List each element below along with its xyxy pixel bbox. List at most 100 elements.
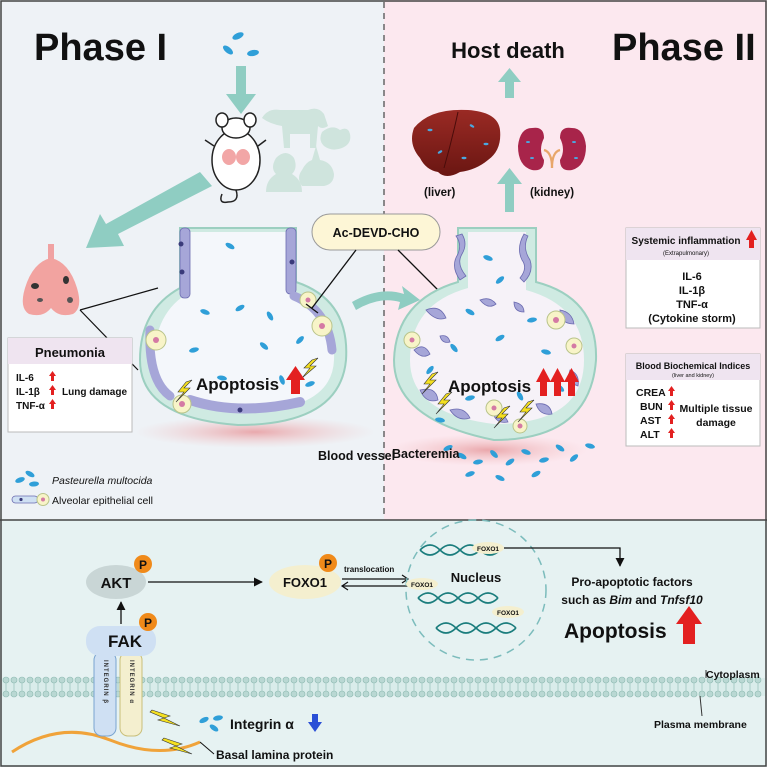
mouse-icon xyxy=(204,112,267,204)
lipid-head xyxy=(282,690,290,698)
basal-lamina-pointer xyxy=(199,741,215,755)
inhibitor-label: Ac-DEVD-CHO xyxy=(333,226,420,240)
akt-label: AKT xyxy=(101,575,132,592)
lipid-head xyxy=(250,676,258,684)
lipid-head xyxy=(626,676,634,684)
arrow-to-proapoptotic xyxy=(504,547,625,567)
lipid-head xyxy=(50,676,58,684)
systemic-marker-il6: IL-6 xyxy=(682,271,702,283)
systemic-subtitle: (Extrapulmonary) xyxy=(663,251,709,257)
lipid-head xyxy=(602,690,610,698)
lipid-head xyxy=(178,676,186,684)
lipid-head xyxy=(738,690,746,698)
integrin-alpha-text: Integrin α xyxy=(230,716,294,732)
lipid-head xyxy=(234,676,242,684)
lipid-head xyxy=(450,690,458,698)
lipid-head xyxy=(546,690,554,698)
lipid-head xyxy=(434,676,442,684)
lipid-head xyxy=(570,676,578,684)
lipid-head xyxy=(194,690,202,698)
lipid-head xyxy=(10,676,18,684)
teal-arrow-to-host-death xyxy=(498,68,521,98)
integrin-bacteria-icon xyxy=(199,715,223,732)
blood-vessel-label: Blood vessel xyxy=(318,449,395,463)
lipid-head xyxy=(586,676,594,684)
lipid-head xyxy=(426,690,434,698)
kidney-label: (kidney) xyxy=(530,187,574,199)
dna-helices xyxy=(417,544,517,634)
lipid-head xyxy=(370,676,378,684)
svg-text:P: P xyxy=(324,557,332,571)
foxo1-label: FOXO1 xyxy=(283,575,327,590)
lipid-head xyxy=(226,676,234,684)
lipid-head xyxy=(162,690,170,698)
fak-node xyxy=(86,626,156,656)
svg-text:P: P xyxy=(139,558,147,572)
lipid-head xyxy=(634,690,642,698)
lipid-head xyxy=(242,676,250,684)
lipid-head xyxy=(450,676,458,684)
lipid-head xyxy=(466,690,474,698)
bacteria-cluster-top xyxy=(223,32,259,57)
lipid-head xyxy=(66,676,74,684)
lipid-head xyxy=(26,676,34,684)
lipid-head xyxy=(418,676,426,684)
integrin-beta-label: INTEGRIN β xyxy=(102,660,108,704)
lipid-head xyxy=(74,676,82,684)
fak-phospho-badge: P xyxy=(139,613,157,631)
lipid-head xyxy=(674,676,682,684)
phase1-title: Phase I xyxy=(34,27,167,69)
foxo1-node xyxy=(269,565,341,599)
multiple-tissue-damage-line1: Multiple tissue xyxy=(680,403,753,415)
lipid-head xyxy=(290,690,298,698)
basal-lamina-curve xyxy=(11,730,201,754)
apoptosis-label-mechanism: Apoptosis xyxy=(564,620,667,643)
lipid-head xyxy=(530,690,538,698)
host-death-label: Host death xyxy=(451,38,565,63)
lipid-head xyxy=(298,690,306,698)
lightning-icons-phase1 xyxy=(175,357,319,403)
svg-text:P: P xyxy=(144,616,152,630)
lipid-head xyxy=(378,690,386,698)
lipid-head xyxy=(602,676,610,684)
lipid-head xyxy=(58,676,66,684)
lipid-head xyxy=(354,676,362,684)
lipid-head xyxy=(234,690,242,698)
plasma-membrane-pointer xyxy=(699,695,703,717)
lipid-head xyxy=(554,690,562,698)
lipid-head xyxy=(298,676,306,684)
lipid-head xyxy=(514,690,522,698)
lipid-head xyxy=(474,690,482,698)
phase2-title: Phase II xyxy=(612,27,756,69)
lipid-head xyxy=(346,690,354,698)
lipid-head xyxy=(618,676,626,684)
biochem-subtitle: (liver and kidney) xyxy=(672,373,714,379)
lipid-head xyxy=(674,690,682,698)
apoptosis-up-arrow-mechanism xyxy=(676,606,702,644)
lipid-head xyxy=(522,676,530,684)
lipid-head xyxy=(562,690,570,698)
lipid-head xyxy=(722,690,730,698)
lightning-icons-integrin xyxy=(149,709,193,755)
rabbit-icon xyxy=(299,146,334,186)
lipid-head xyxy=(362,690,370,698)
lipid-head xyxy=(42,676,50,684)
blood-biochemical-box: Blood Biochemical Indices (liver and kid… xyxy=(625,353,761,447)
cytokine-storm-label: (Cytokine storm) xyxy=(648,313,736,325)
lipid-head xyxy=(658,676,666,684)
inhibitor-box: Ac-DEVD-CHO xyxy=(311,213,441,251)
systemic-title: Systemic inflammation xyxy=(632,236,741,247)
lipid-head xyxy=(322,676,330,684)
lipid-head xyxy=(170,676,178,684)
lipid-head xyxy=(338,690,346,698)
systemic-marker-tnfa: TNF-α xyxy=(676,299,708,311)
lipid-head xyxy=(154,690,162,698)
biochem-up-arrows xyxy=(668,386,675,438)
lipid-head xyxy=(522,690,530,698)
multiple-tissue-damage-line2: damage xyxy=(696,417,736,429)
lipid-head xyxy=(202,690,210,698)
lipid-head xyxy=(402,690,410,698)
lipid-head xyxy=(194,676,202,684)
lipid-head xyxy=(594,676,602,684)
lipid-head xyxy=(330,690,338,698)
